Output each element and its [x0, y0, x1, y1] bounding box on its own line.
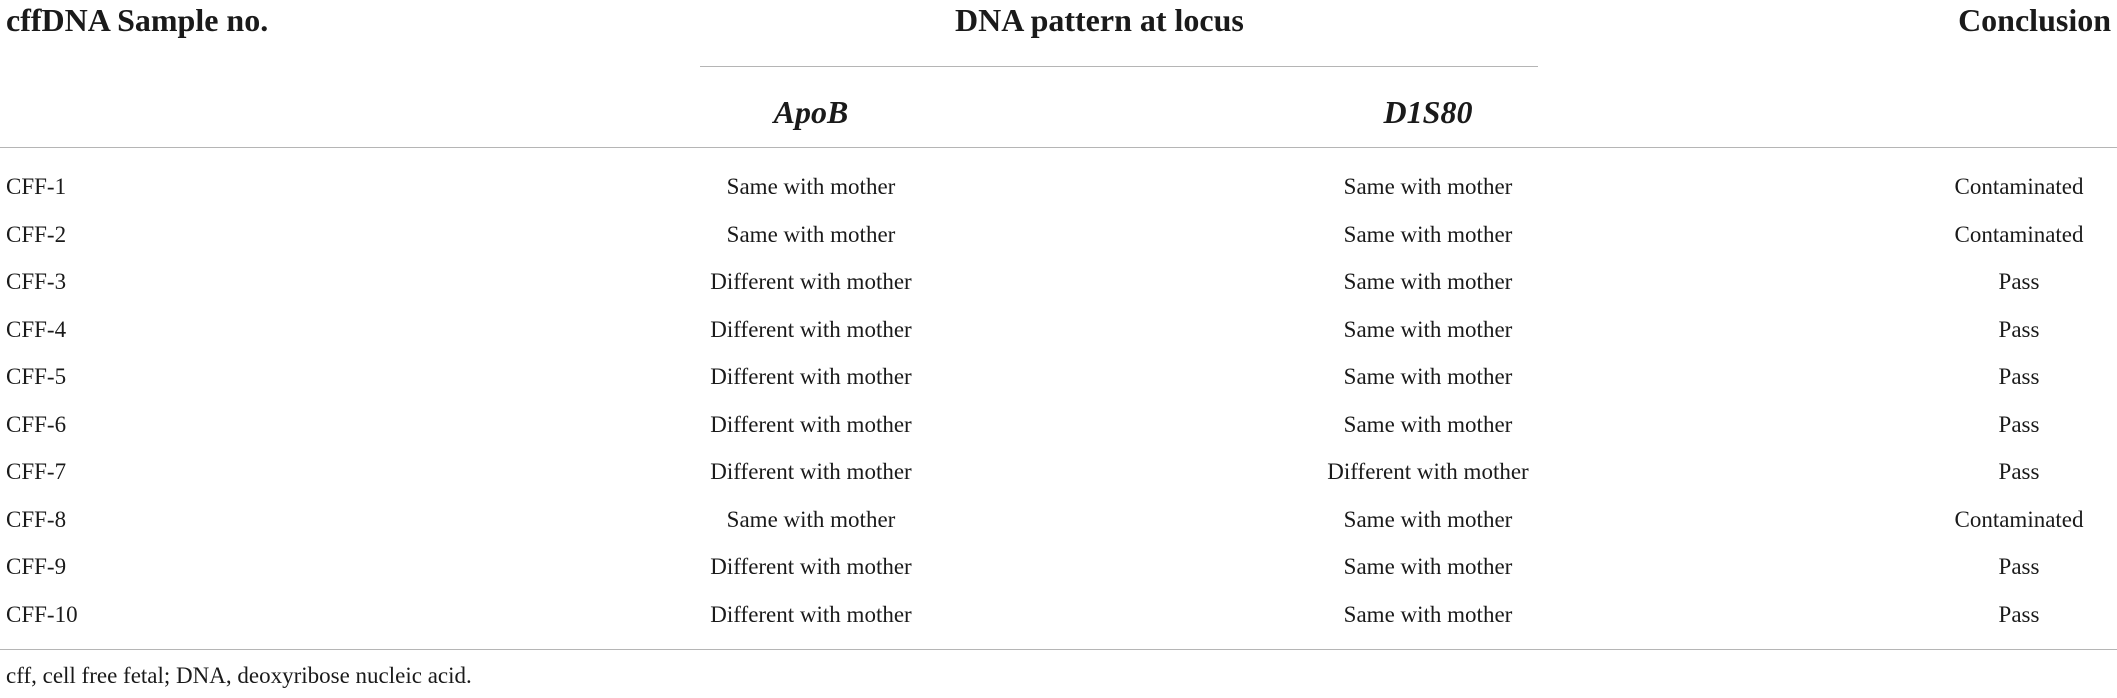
cell-sample: CFF-4: [6, 316, 67, 342]
cell-d1s80: Same with mother: [1343, 269, 1513, 294]
cell-apob: Different with mother: [710, 459, 912, 484]
header-dna-pattern: DNA pattern at locus: [955, 2, 1244, 38]
cell-conclusion: Pass: [1998, 411, 2040, 437]
table-row: CFF-7 Different with mother Different wi…: [0, 448, 2117, 496]
cell-apob: Different with mother: [710, 554, 912, 579]
cell-d1s80: Same with mother: [1343, 554, 1513, 579]
cell-conclusion: Pass: [1998, 554, 2040, 579]
cell-d1s80: Same with mother: [1343, 221, 1513, 247]
table-row: CFF-3 Different with mother Same with mo…: [0, 258, 2117, 306]
cell-sample: CFF-8: [6, 506, 67, 532]
table-row: CFF-8 Same with mother Same with mother …: [0, 496, 2117, 544]
table-body: CFF-1 Same with mother Same with mother …: [0, 163, 2117, 638]
cell-apob: Same with mother: [726, 221, 896, 247]
table-row: CFF-10 Different with mother Same with m…: [0, 591, 2117, 639]
cell-conclusion: Pass: [1998, 364, 2040, 389]
cell-sample: CFF-6: [6, 411, 67, 437]
table-row: CFF-1 Same with mother Same with mother …: [0, 163, 2117, 211]
cell-conclusion: Pass: [1998, 459, 2040, 484]
header-bottom-rule: [0, 147, 2117, 148]
cell-sample: CFF-7: [6, 459, 67, 484]
table-row: CFF-6 Different with mother Same with mo…: [0, 401, 2117, 449]
header-sample-number: cffDNA Sample no.: [6, 2, 269, 38]
table-row: CFF-5 Different with mother Same with mo…: [0, 353, 2117, 401]
cell-apob: Different with mother: [710, 601, 912, 627]
cell-apob: Different with mother: [710, 364, 912, 389]
cell-d1s80: Same with mother: [1343, 364, 1513, 389]
header-conclusion: Conclusion: [1958, 2, 2111, 38]
cell-sample: CFF-2: [6, 221, 67, 247]
cell-sample: CFF-5: [6, 364, 67, 389]
table-row: CFF-9 Different with mother Same with mo…: [0, 543, 2117, 591]
cell-d1s80: Same with mother: [1343, 411, 1513, 437]
cell-conclusion: Contaminated: [1954, 174, 2084, 199]
table-footnote: cff, cell free fetal; DNA, deoxyribose n…: [6, 663, 472, 688]
cell-apob: Different with mother: [710, 411, 912, 437]
cell-d1s80: Same with mother: [1343, 506, 1513, 532]
cell-sample: CFF-1: [6, 174, 67, 199]
cell-conclusion: Contaminated: [1954, 506, 2084, 532]
cell-sample: CFF-3: [6, 269, 67, 294]
cell-sample: CFF-10: [6, 601, 78, 627]
cell-d1s80: Different with mother: [1327, 459, 1529, 484]
header-d1s80-locus: D1S80: [1383, 94, 1473, 130]
cell-conclusion: Pass: [1998, 316, 2040, 342]
cell-conclusion: Contaminated: [1954, 221, 2084, 247]
cell-d1s80: Same with mother: [1343, 601, 1513, 627]
table-row: CFF-4 Different with mother Same with mo…: [0, 306, 2117, 354]
cell-apob: Different with mother: [710, 316, 912, 342]
cell-sample: CFF-9: [6, 554, 67, 579]
cell-conclusion: Pass: [1998, 269, 2040, 294]
cell-apob: Same with mother: [726, 506, 896, 532]
table-bottom-rule: [0, 649, 2117, 650]
cell-apob: Different with mother: [710, 269, 912, 294]
cell-conclusion: Pass: [1998, 601, 2040, 627]
cell-d1s80: Same with mother: [1343, 174, 1513, 199]
spanning-header-rule: [700, 66, 1538, 67]
table-row: CFF-2 Same with mother Same with mother …: [0, 211, 2117, 259]
cell-d1s80: Same with mother: [1343, 316, 1513, 342]
cell-apob: Same with mother: [726, 174, 896, 199]
header-apob-locus: ApoB: [773, 94, 849, 130]
